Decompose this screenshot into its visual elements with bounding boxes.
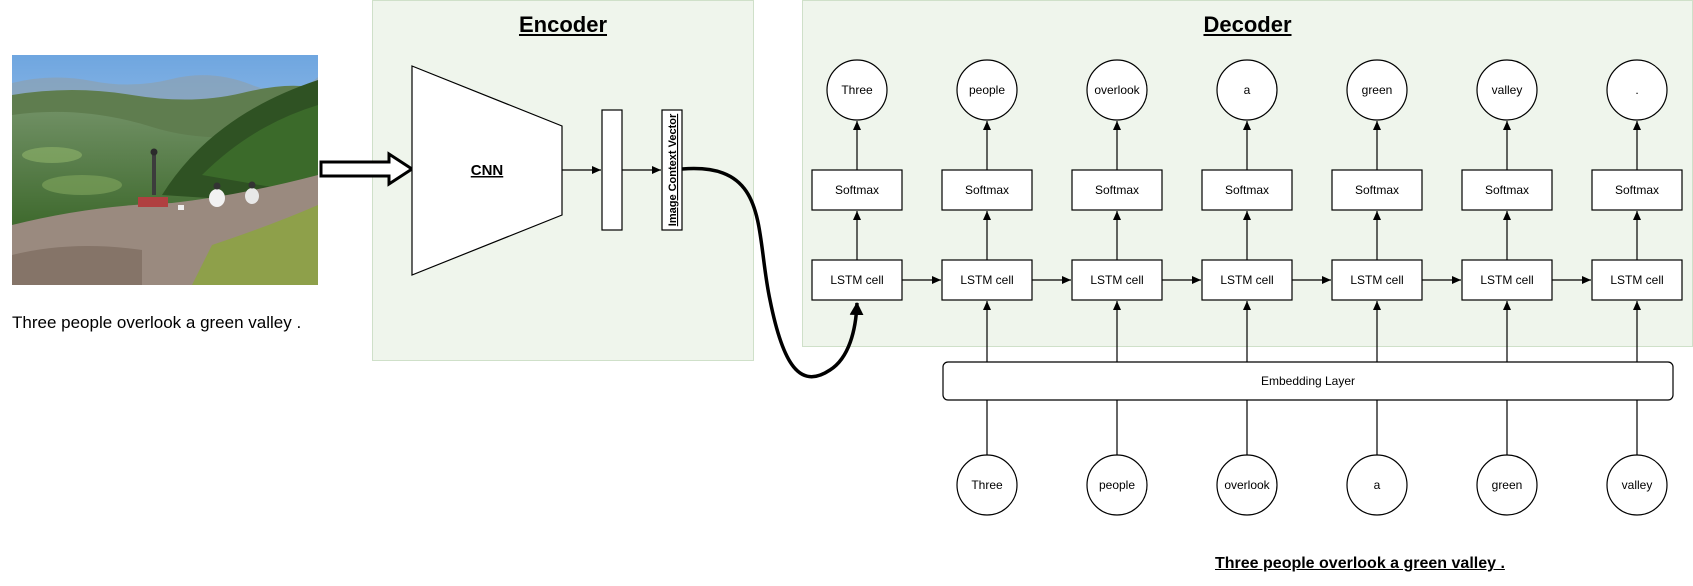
output-token-node bbox=[956, 59, 1018, 121]
embedding-layer bbox=[942, 361, 1674, 401]
encoder-title: Encoder bbox=[518, 12, 608, 37]
output-caption: Three people overlook a green valley . bbox=[1215, 555, 1505, 572]
output-token-node bbox=[1476, 59, 1538, 121]
output-token-node bbox=[1606, 59, 1668, 121]
input-token-label: valley bbox=[1622, 478, 1653, 492]
output-token-node bbox=[1086, 59, 1148, 121]
lstm-cell-label: LSTM cell bbox=[830, 273, 883, 287]
output-token-label: a bbox=[1244, 83, 1251, 97]
image-to-encoder-arrow bbox=[319, 151, 415, 187]
input-token-label: Three bbox=[971, 478, 1003, 492]
input-caption: Three people overlook a green valley . bbox=[12, 313, 302, 332]
input-image bbox=[12, 55, 318, 285]
softmax-box bbox=[1461, 169, 1553, 211]
output-token-node bbox=[1216, 59, 1278, 121]
output-token-node bbox=[1346, 59, 1408, 121]
softmax-label: Softmax bbox=[1355, 183, 1399, 197]
input-token-label: green bbox=[1492, 478, 1523, 492]
softmax-label: Softmax bbox=[1225, 183, 1269, 197]
lstm-cell bbox=[1591, 259, 1683, 301]
output-token-label: overlook bbox=[1094, 83, 1140, 97]
input-token-label: people bbox=[1099, 478, 1135, 492]
output-token-label: green bbox=[1362, 83, 1393, 97]
softmax-label: Softmax bbox=[1615, 183, 1659, 197]
output-token-label: Three bbox=[841, 83, 873, 97]
feature-vector bbox=[601, 109, 623, 231]
cnn-label: CNN bbox=[471, 162, 504, 179]
lstm-cell bbox=[811, 259, 903, 301]
lstm-cell-label: LSTM cell bbox=[1350, 273, 1403, 287]
lstm-cell bbox=[941, 259, 1033, 301]
lstm-cell-label: LSTM cell bbox=[1480, 273, 1533, 287]
lstm-cell bbox=[1071, 259, 1163, 301]
lstm-cell bbox=[1331, 259, 1423, 301]
lstm-cell bbox=[1461, 259, 1553, 301]
input-token-node bbox=[1606, 454, 1668, 516]
softmax-box bbox=[811, 169, 903, 211]
softmax-box bbox=[1331, 169, 1423, 211]
context-to-lstm-curve bbox=[681, 166, 864, 379]
softmax-label: Softmax bbox=[965, 183, 1009, 197]
embedding-layer-label: Embedding Layer bbox=[1261, 374, 1355, 388]
softmax-label: Softmax bbox=[1485, 183, 1529, 197]
output-token-label: . bbox=[1635, 83, 1638, 97]
input-token-node bbox=[956, 454, 1018, 516]
softmax-box bbox=[1201, 169, 1293, 211]
softmax-box bbox=[1071, 169, 1163, 211]
input-token-label: overlook bbox=[1224, 478, 1270, 492]
output-token-node bbox=[826, 59, 888, 121]
output-token-label: valley bbox=[1492, 83, 1523, 97]
input-token-node bbox=[1086, 454, 1148, 516]
landscape-photo bbox=[12, 55, 318, 285]
softmax-label: Softmax bbox=[1095, 183, 1139, 197]
input-token-node bbox=[1346, 454, 1408, 516]
lstm-cell-label: LSTM cell bbox=[960, 273, 1013, 287]
softmax-box bbox=[1591, 169, 1683, 211]
input-token-label: a bbox=[1374, 478, 1381, 492]
lstm-cell-label: LSTM cell bbox=[1090, 273, 1143, 287]
input-token-node bbox=[1476, 454, 1538, 516]
cnn-block bbox=[411, 65, 563, 276]
lstm-cell-label: LSTM cell bbox=[1220, 273, 1273, 287]
lstm-cell bbox=[1201, 259, 1293, 301]
softmax-label: Softmax bbox=[835, 183, 879, 197]
input-token-node bbox=[1216, 454, 1278, 516]
output-token-label: people bbox=[969, 83, 1005, 97]
lstm-cell-label: LSTM cell bbox=[1610, 273, 1663, 287]
softmax-box bbox=[941, 169, 1033, 211]
context-vector-box bbox=[661, 109, 683, 231]
context-vector-label: Image Context Vector bbox=[667, 113, 679, 226]
decoder-title: Decoder bbox=[1203, 12, 1292, 37]
